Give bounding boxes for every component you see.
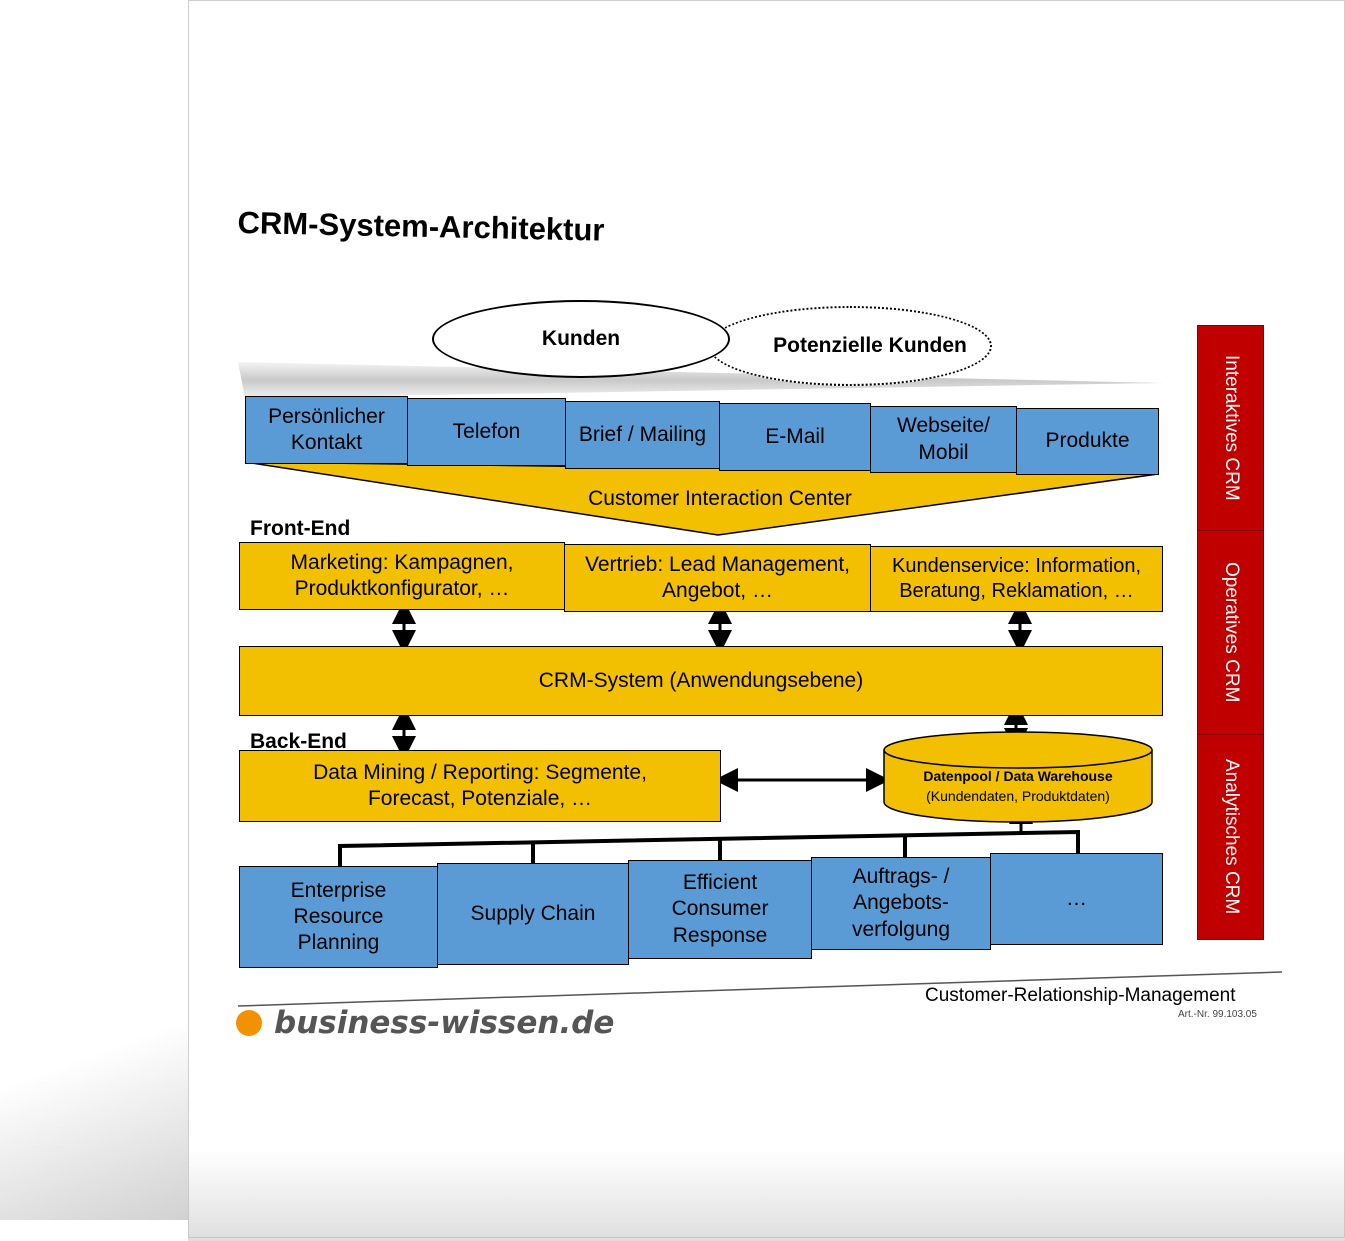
customer-plane [238,362,1163,398]
system-auftragsverfolgung: Auftrags- / Angebots-verfolgung [811,857,991,950]
back-end-label: Back-End [250,730,347,753]
systems-bus [338,829,1080,868]
channel-brief-mailing: Brief / Mailing [565,401,720,469]
page-shadow [0,1000,200,1220]
brand-logo: business-wissen.de [236,1005,614,1041]
page-bottom-shadow [188,1150,1345,1241]
footer-divider [237,971,1283,1007]
channel-produkte: Produkte [1016,408,1159,475]
customers-ellipse: Kunden [432,300,730,378]
system-ecr: Efficient Consumer Response [628,860,812,959]
crm-type-analytisch: Analytisches CRM [1197,734,1264,940]
module-vertrieb: Vertrieb: Lead Management, Angebot, … [564,544,871,612]
potential-customers-ellipse: Potenzielle Kunden [708,306,992,386]
module-kundenservice: Kundenservice: Information, Beratung, Re… [870,546,1163,612]
data-mining-box: Data Mining / Reporting: Segmente, Forec… [239,750,721,822]
module-marketing: Marketing: Kampagnen, Produktkonfigurato… [239,542,565,610]
datenpool-title: Datenpool / Data Warehouse [923,768,1113,784]
footer-article-number: Art.-Nr. 99.103.05 [1178,1009,1257,1020]
potential-customers-label: Potenzielle Kunden [773,334,967,357]
page [188,0,1345,1238]
crm-type-operativ: Operatives CRM [1197,530,1264,735]
channel-telefon: Telefon [407,398,566,466]
channel-email: E-Mail [719,403,871,471]
footer-subject: Customer-Relationship-Management [925,985,1236,1006]
datenpool-subtitle: (Kundendaten, Produktdaten) [926,788,1110,804]
system-erp: Enterprise Resource Planning [239,866,438,968]
system-supply-chain: Supply Chain [437,863,629,965]
logo-dot-icon [236,1010,262,1036]
customers-label: Kunden [541,327,621,350]
channel-webseite-mobil: Webseite/ Mobil [870,406,1017,473]
logo-text: business-wissen.de [274,1005,615,1041]
customer-interaction-center-label: Customer Interaction Center [588,487,852,510]
system-more: … [990,853,1163,945]
datenpool-cylinder [883,731,1153,823]
front-end-label: Front-End [250,517,351,540]
crm-system-layer: CRM-System (Anwendungsebene) [239,646,1163,716]
crm-type-interaktiv: Interaktives CRM [1197,325,1264,531]
channel-persoenlicher-kontakt: Persönlicher Kontakt [245,396,408,464]
